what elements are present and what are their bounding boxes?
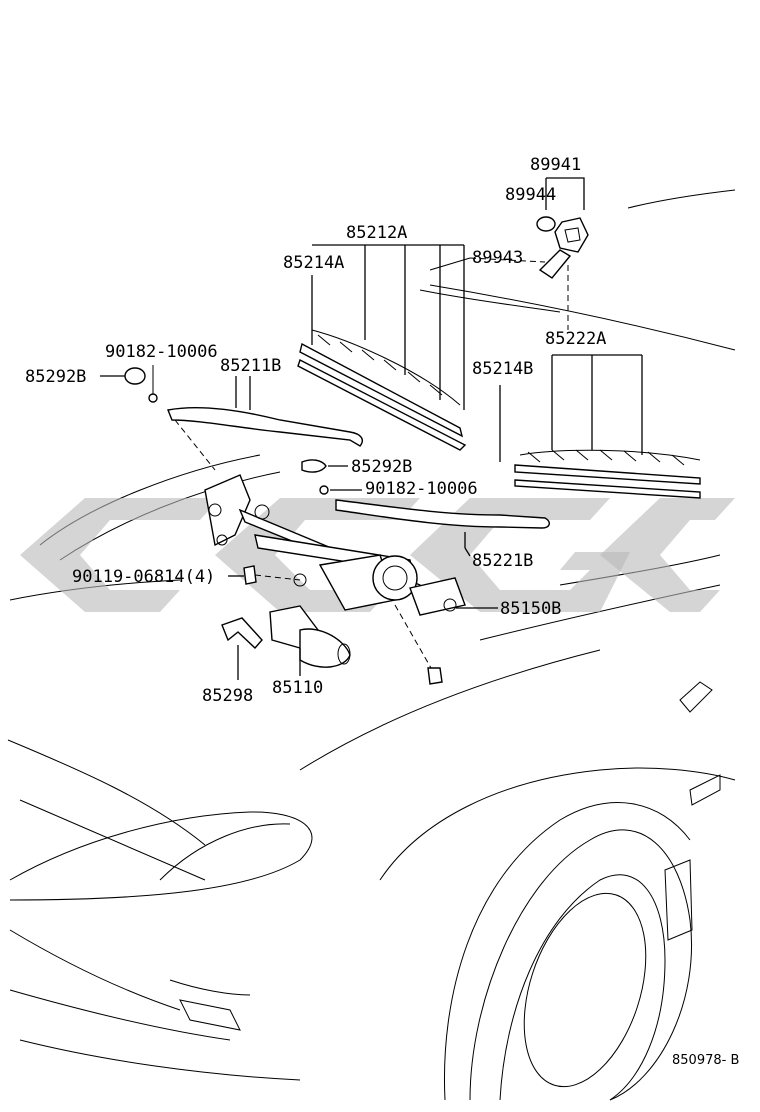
nut-90182-left — [148, 393, 158, 403]
nozzle-housing — [554, 217, 589, 253]
label-90182-10006-right: 90182-10006 — [365, 479, 478, 499]
blade-refill-a — [299, 342, 464, 438]
bolt-90119 — [243, 565, 257, 585]
car-body-outline — [7, 189, 736, 1101]
drive-crank — [372, 555, 418, 601]
nozzle-cap — [536, 216, 556, 232]
label-90119-06814: 90119-06814(4) — [72, 567, 215, 587]
wiper-arm-driver — [124, 365, 363, 471]
label-leaders — [100, 375, 471, 577]
label-85110: 85110 — [272, 678, 323, 698]
wiper-arm-passenger — [301, 459, 550, 548]
label-89944: 89944 — [505, 185, 556, 205]
bracket-85298 — [221, 617, 263, 650]
figure-code: 850978- B — [672, 1053, 739, 1068]
washer-nozzle-assembly — [536, 177, 589, 330]
label-85222a: 85222A — [545, 329, 606, 349]
label-85212a: 85212A — [346, 223, 407, 243]
label-85292b-right: 85292B — [351, 457, 412, 477]
mount-bolt — [427, 667, 443, 685]
nut-90182-right — [319, 485, 329, 495]
label-85214b: 85214B — [472, 359, 533, 379]
part-labels: 89941 89944 85212A 85214A 89943 85222A 9… — [25, 155, 739, 1068]
motor-bracket — [221, 617, 263, 680]
label-85211b: 85211B — [220, 356, 281, 376]
right-pivot-bracket — [409, 577, 466, 616]
label-85298: 85298 — [202, 686, 253, 706]
wiper-blade-driver — [297, 244, 546, 451]
label-85150b: 85150B — [500, 599, 561, 619]
label-85221b: 85221B — [472, 551, 533, 571]
cap-85292b-right — [301, 459, 327, 473]
blade-refill-b — [514, 464, 701, 485]
arm-85221b — [335, 499, 550, 529]
arm-85211b — [167, 406, 363, 447]
wiper-blade-passenger — [499, 354, 701, 499]
wiper-link-assembly — [204, 474, 498, 685]
wiper-motor — [269, 605, 351, 676]
washer-nozzle — [538, 249, 572, 279]
label-90182-10006-left: 90182-10006 — [105, 342, 218, 362]
motor-body — [299, 628, 351, 668]
label-85292b-left: 85292B — [25, 367, 86, 387]
label-89941: 89941 — [530, 155, 581, 175]
cap-85292b-left — [124, 367, 146, 385]
label-85214a: 85214A — [283, 253, 344, 273]
label-89943: 89943 — [472, 248, 523, 268]
